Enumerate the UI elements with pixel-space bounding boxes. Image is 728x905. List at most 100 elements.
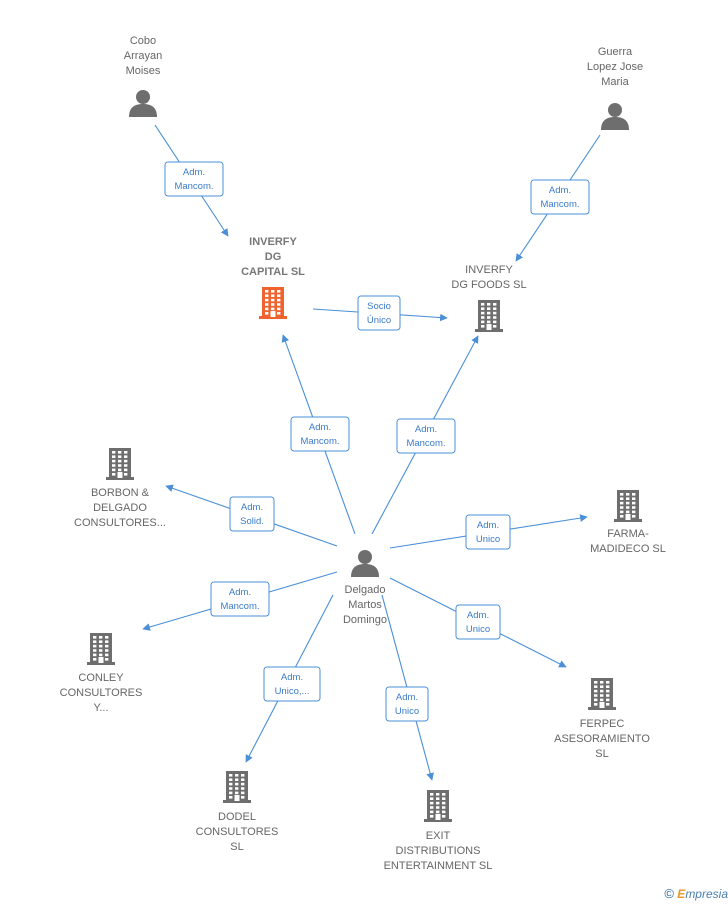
node-label: DG FOODS SL: [451, 279, 526, 291]
building-icon: [424, 790, 452, 822]
node-label: ENTERTAINMENT SL: [384, 860, 493, 872]
edge-label-text: Unico: [476, 534, 500, 545]
node-label: Moises: [126, 65, 161, 77]
edge-delgado-to-ferpec: Adm. Unico: [389, 577, 567, 668]
node-label: DISTRIBUTIONS: [396, 845, 481, 857]
node-label: Arrayan: [124, 50, 163, 62]
edge-label-text: Mancom.: [220, 601, 259, 612]
node-label: Martos: [348, 599, 382, 611]
node-label: Guerra: [598, 46, 633, 58]
edge-delgado-to-farma: Adm. Unico: [389, 514, 588, 550]
building-icon: [588, 678, 616, 710]
copyright-symbol: ©: [664, 886, 674, 901]
edge-label-text: Adm.: [241, 502, 263, 513]
node-label: Y...: [93, 702, 108, 714]
edge-label-box[interactable]: [455, 604, 501, 640]
node-label: ASESORAMIENTO: [554, 733, 650, 745]
edge-label-text: Adm.: [309, 422, 331, 433]
node-label: SL: [230, 841, 243, 853]
brand-name: mpresia: [685, 887, 728, 901]
edge-label-box[interactable]: [290, 416, 350, 452]
edge-label-text: Adm.: [229, 587, 251, 598]
edge-label-text: Adm.: [396, 692, 418, 703]
node-farma[interactable]: FARMA- MADIDECO SL: [590, 490, 666, 555]
edge-label-box[interactable]: [263, 666, 321, 702]
building-icon: [614, 490, 642, 522]
edge-guerra-to-inverfy_foods: Adm.Mancom.: [515, 134, 601, 262]
node-label: CAPITAL SL: [241, 266, 305, 278]
person-icon: [129, 90, 157, 117]
building-icon: [223, 771, 251, 803]
edge-label-text: Adm.: [467, 610, 489, 621]
node-conley[interactable]: CONLEY CONSULTORES Y...: [60, 633, 143, 714]
building-icon: [259, 287, 287, 319]
node-label: FARMA-: [607, 528, 649, 540]
node-label: MADIDECO SL: [590, 543, 666, 555]
building-icon: [106, 448, 134, 480]
edge-label-box[interactable]: [530, 179, 590, 215]
edge-label-box[interactable]: [164, 161, 224, 197]
edge-delgado-to-inverfy_capital: Adm. Mancom.: [281, 334, 356, 535]
node-label: Cobo: [130, 35, 156, 47]
edge-label-text: Solid.: [240, 516, 264, 527]
building-icon: [87, 633, 115, 665]
node-label: CONSULTORES: [60, 687, 143, 699]
node-label: CONLEY: [78, 672, 124, 684]
edge-delgado-to-conley: Adm. Mancom.: [142, 571, 338, 631]
edge-label-text: Mancom.: [300, 436, 339, 447]
node-label: CONSULTORES: [196, 826, 279, 838]
edge-label-box[interactable]: [229, 496, 275, 532]
node-ferpec[interactable]: FERPEC ASESORAMIENTO SL: [554, 678, 650, 760]
node-label: SL: [595, 748, 608, 760]
edge-cobo-to-inverfy_capital: Adm. Mancom.: [154, 124, 229, 237]
edge-label-text: Unico: [395, 706, 419, 717]
edge-delgado-to-borbon: Adm. Solid.: [165, 484, 338, 547]
node-label: DODEL: [218, 811, 256, 823]
node-label: INVERFY: [465, 264, 513, 276]
edge-label-text: Mancom.: [174, 181, 213, 192]
node-label: DELGADO: [93, 502, 147, 514]
node-label: CONSULTORES...: [74, 517, 166, 529]
building-icon: [475, 300, 503, 332]
node-label: EXIT: [426, 830, 451, 842]
edge-label-box[interactable]: [357, 295, 401, 331]
edge-label-text: Unico,...: [275, 686, 310, 697]
node-label: DG: [265, 251, 282, 263]
edge-label-text: Socio: [367, 301, 391, 312]
node-label: BORBON &: [91, 487, 150, 499]
edge-delgado-to-exit: Adm. Unico: [381, 594, 434, 781]
edge-label-text: Unico: [466, 624, 490, 635]
edge-delgado-to-inverfy_foods: Adm.Mancom.: [371, 335, 479, 535]
brand-initial: E: [677, 887, 686, 901]
edge-label-text: Adm.: [183, 167, 205, 178]
node-label: Domingo: [343, 614, 387, 626]
edge-label-text: Adm.: [281, 672, 303, 683]
node-exit[interactable]: EXIT DISTRIBUTIONS ENTERTAINMENT SL: [384, 790, 493, 872]
node-borbon[interactable]: BORBON & DELGADO CONSULTORES...: [74, 448, 166, 529]
edge-label-text: Único: [367, 315, 391, 326]
empresia-footer: © Empresia: [664, 886, 728, 901]
edge-label-box[interactable]: [396, 418, 456, 454]
node-label: Maria: [601, 76, 629, 88]
node-label: INVERFY: [249, 236, 297, 248]
edges-layer: Adm.Mancom.Adm.Mancom.SocioÚnicoAdm.Manc…: [142, 124, 601, 781]
node-dodel[interactable]: DODEL CONSULTORES SL: [196, 771, 279, 853]
node-label: FERPEC: [580, 718, 625, 730]
edge-delgado-to-dodel: Adm. Unico,...: [245, 594, 334, 763]
edge-label-text: Adm.: [549, 185, 571, 196]
node-inverfy_foods[interactable]: INVERFY DG FOODS SL: [451, 264, 527, 332]
person-icon: [351, 550, 379, 577]
node-label: Delgado: [345, 584, 386, 596]
edge-label-box[interactable]: [385, 686, 429, 722]
person-icon: [601, 103, 629, 130]
node-inverfy_capital[interactable]: INVERFY DG CAPITAL SL: [241, 236, 305, 319]
edge-label-box[interactable]: [465, 514, 511, 550]
edge-label-box[interactable]: [210, 581, 270, 617]
edge-label-text: Adm.: [477, 520, 499, 531]
